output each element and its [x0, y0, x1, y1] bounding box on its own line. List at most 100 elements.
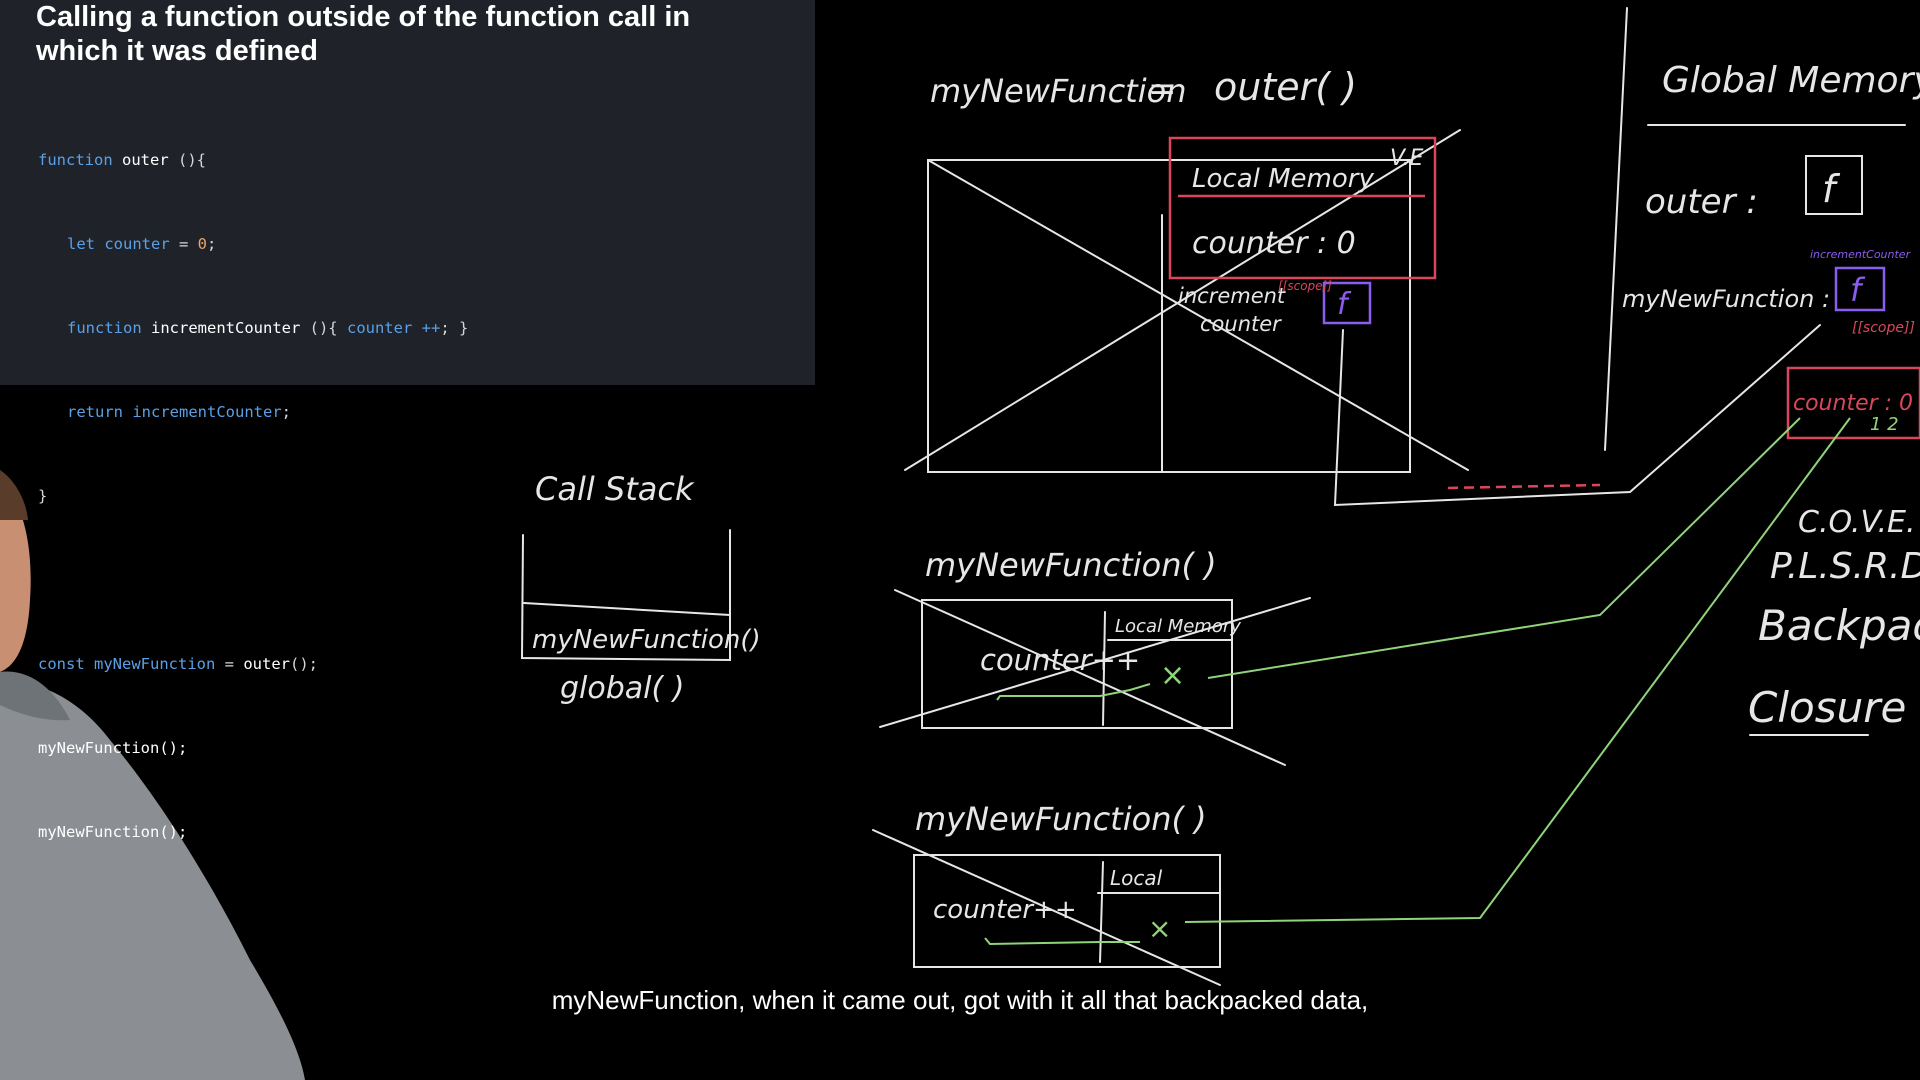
- incrementcounter-small: incrementCounter: [1810, 248, 1912, 261]
- cross-line: [894, 589, 1286, 766]
- function-box: [1322, 281, 1372, 325]
- return-arrow: [1207, 417, 1801, 679]
- local-memory-box: [1168, 136, 1437, 280]
- return-arrow: [1184, 417, 1851, 923]
- assignment-eq: =: [1148, 69, 1177, 109]
- code-operator: ++: [412, 319, 441, 337]
- code-number: 0: [197, 235, 208, 253]
- presenter: [0, 470, 305, 1080]
- code-variable: counter: [346, 319, 413, 337]
- code-line-6: [38, 566, 468, 594]
- code-block: function outer (){ let counter = 0; func…: [38, 90, 468, 902]
- cross-line: [904, 129, 1461, 471]
- code-line-8: myNewFunction();: [38, 734, 468, 762]
- code-punctuation: ();: [290, 655, 319, 673]
- code-identifier: incrementCounter: [151, 319, 301, 337]
- assignment-right: outer( ): [1214, 65, 1357, 109]
- code-identifier: myNewFunction: [94, 655, 216, 673]
- presenter-hair: [0, 470, 28, 520]
- global-divider: [1604, 7, 1628, 451]
- counter-entry: counter : 0: [1192, 226, 1356, 261]
- code-punctuation: }: [38, 487, 48, 505]
- presenter-collar: [0, 671, 70, 721]
- update-arrow: [996, 683, 1151, 701]
- update-arrow: [984, 937, 1140, 946]
- global-mynewfunction-f: f: [1850, 271, 1866, 309]
- global-outer-function-box: [1805, 155, 1863, 215]
- code-call: myNewFunction();: [38, 823, 188, 841]
- code-keyword: return: [67, 403, 123, 421]
- increment-key: increment: [1178, 284, 1286, 308]
- code-operator: =: [169, 235, 198, 253]
- slide-title: Calling a function outside of the functi…: [36, 1, 691, 67]
- call1-label: myNewFunction( ): [925, 546, 1217, 584]
- cross-line: [927, 159, 1469, 471]
- call2-divider: [1099, 861, 1104, 963]
- call1-local: Local Memory: [1115, 616, 1241, 637]
- ve-label: V.E: [1390, 146, 1424, 171]
- call1-divider: [1102, 611, 1106, 726]
- scope-tag: [[scope]]: [1278, 279, 1332, 293]
- call2-body: counter++: [933, 895, 1077, 925]
- code-call: myNewFunction();: [38, 739, 188, 757]
- cross-line: [879, 597, 1311, 728]
- call-stack-global: global( ): [560, 671, 684, 706]
- call-stack-box: [520, 529, 731, 662]
- code-keyword: function: [67, 319, 142, 337]
- scope-small: [[scope]]: [1852, 320, 1915, 336]
- code-line-3: function incrementCounter (){ counter ++…: [38, 314, 468, 342]
- call1-context-box: [921, 599, 1233, 729]
- code-panel: Calling a function outside of the functi…: [0, 0, 815, 841]
- code-line-9: myNewFunction();: [38, 818, 468, 846]
- code-operator: =: [215, 655, 244, 673]
- closure-label: Closure: [1748, 683, 1906, 732]
- global-outer-f: f: [1822, 167, 1841, 211]
- increment-f: f: [1337, 287, 1352, 322]
- increment-key-2: counter: [1200, 312, 1282, 336]
- code-line-2: let counter = 0;: [38, 230, 468, 258]
- code-punctuation: ; }: [440, 319, 469, 337]
- subtitle-caption: myNewFunction, when it came out, got wit…: [551, 985, 1369, 1015]
- code-line-5: }: [38, 482, 468, 510]
- local-memory-label: Local Memory: [1192, 164, 1374, 194]
- code-punctuation: (){: [300, 319, 347, 337]
- code-punctuation: (){: [168, 151, 206, 169]
- global-function-box: [1834, 266, 1886, 312]
- code-keyword: function: [38, 151, 113, 169]
- code-call: outer: [243, 655, 291, 673]
- cross-line: [872, 829, 1221, 986]
- call-stack-title: Call Stack: [535, 470, 695, 508]
- call-stack-frame-top: [523, 602, 731, 616]
- call-stack-frame: myNewFunction(): [532, 625, 761, 655]
- x-mark: ×: [1160, 658, 1185, 693]
- presenter-sweater: [0, 680, 305, 1080]
- backpack-counter-update: 1 2: [1870, 414, 1899, 435]
- call1-body: counter++: [980, 643, 1140, 677]
- backpack-counter: counter : 0: [1793, 391, 1913, 416]
- code-identifier: counter: [104, 235, 170, 253]
- connector-line: [1333, 324, 1821, 507]
- assignment-left: myNewFunction: [930, 72, 1186, 110]
- call2-context-box: [913, 854, 1221, 968]
- global-outer-key: outer :: [1645, 182, 1758, 222]
- global-memory-title: Global Memory: [1662, 60, 1920, 101]
- plsrd-label: P.L.S.R.D: [1770, 546, 1920, 587]
- code-keyword: let: [67, 235, 95, 253]
- code-line-4: return incrementCounter;: [38, 398, 468, 426]
- call2-label: myNewFunction( ): [915, 800, 1207, 838]
- code-punctuation: ;: [207, 235, 217, 253]
- code-identifier: incrementCounter: [132, 403, 282, 421]
- backpack-label: Backpack: [1758, 601, 1920, 650]
- code-punctuation: ;: [281, 403, 291, 421]
- scope-dashed-line: [1447, 483, 1601, 490]
- code-identifier: outer: [122, 151, 169, 169]
- code-line-1: function outer (){: [38, 146, 468, 174]
- code-keyword: const: [38, 655, 85, 673]
- call2-local: Local: [1110, 866, 1163, 890]
- x-mark: ×: [1148, 912, 1171, 945]
- global-mynewfunction-key: myNewFunction :: [1622, 285, 1830, 313]
- presenter-head: [0, 485, 31, 672]
- code-line-7: const myNewFunction = outer();: [38, 650, 468, 678]
- cove-label: C.O.V.E.: [1798, 505, 1916, 540]
